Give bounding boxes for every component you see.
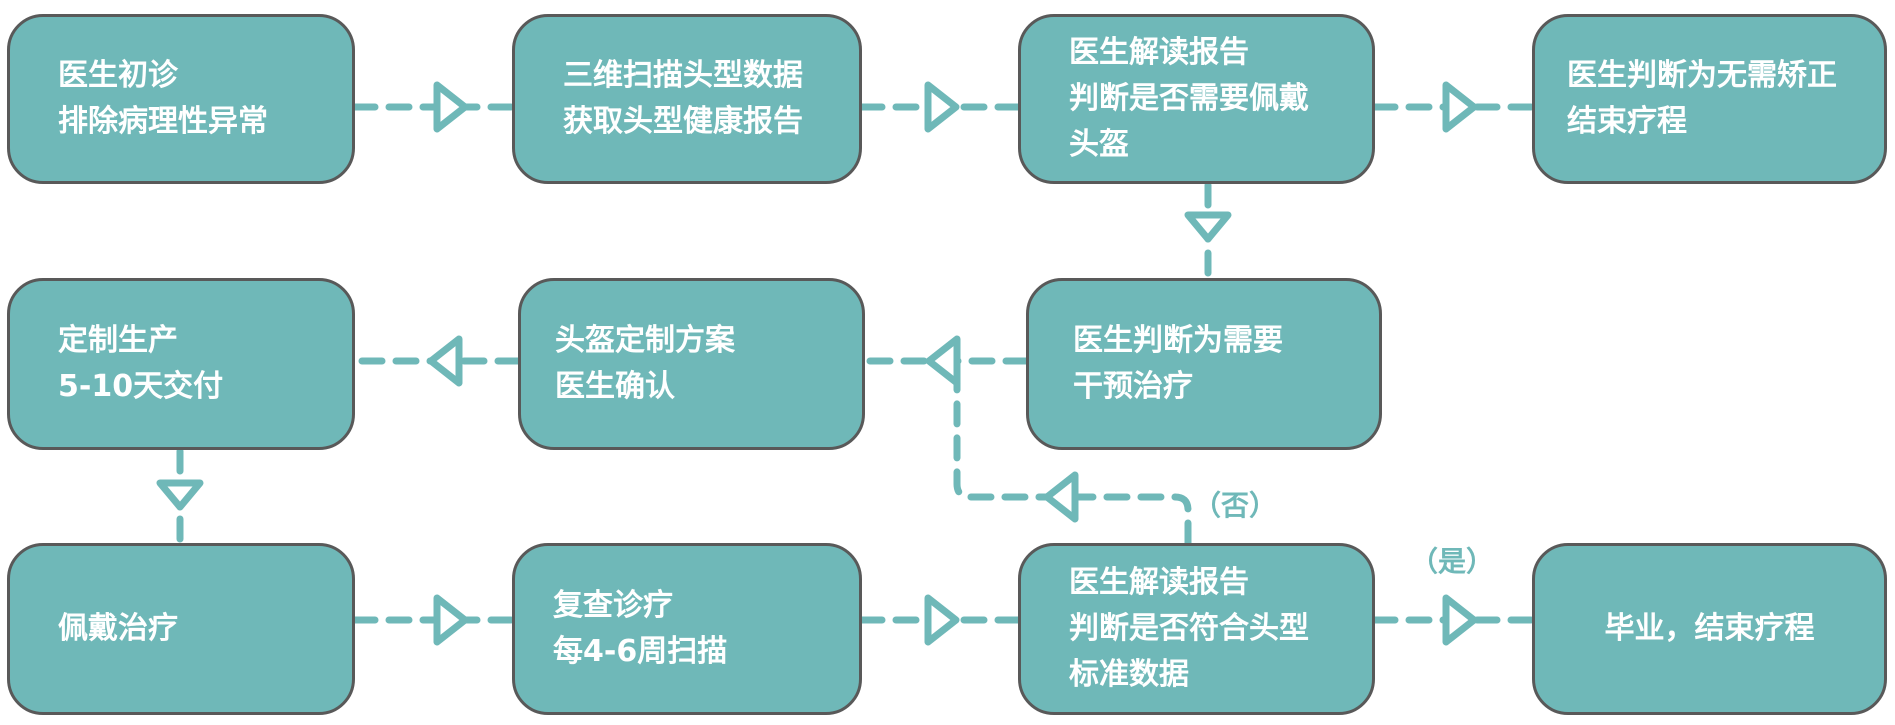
node-text: 头盔 [1069, 127, 1129, 162]
node-text: 判断是否需要佩戴 [1069, 81, 1309, 116]
node-text: 医生判断为无需矫正 [1567, 58, 1837, 93]
node-text: 医生解读报告 [1069, 35, 1249, 70]
arrowhead-left-loop [1043, 471, 1079, 523]
node-helmet-plan: 头盔定制方案 医生确认 [518, 278, 865, 450]
node-follow-up: 复查诊疗 每4-6周扫描 [512, 543, 862, 715]
arrowhead-right-2 [924, 81, 960, 133]
node-text: 医生判断为需要 [1073, 323, 1283, 358]
node-text: 判断是否符合头型 [1069, 611, 1309, 646]
node-text: 医生确认 [555, 369, 675, 404]
node-text: 5-10天交付 [58, 369, 224, 404]
node-text: 毕业，结束疗程 [1604, 611, 1815, 646]
node-needs-intervention: 医生判断为需要 干预治疗 [1026, 278, 1382, 450]
node-text: 标准数据 [1069, 657, 1189, 692]
arrowhead-left-1 [925, 335, 961, 387]
node-no-correction: 医生判断为无需矫正 结束疗程 [1532, 14, 1887, 184]
node-text: 佩戴治疗 [58, 611, 178, 646]
arrowhead-right-3 [1442, 81, 1478, 133]
node-text: 复查诊疗 [553, 588, 673, 623]
arrowhead-right-6 [1442, 594, 1478, 646]
node-initial-diagnosis: 医生初诊 排除病理性异常 [7, 14, 355, 184]
node-wear-treatment: 佩戴治疗 [7, 543, 355, 715]
node-text: 定制生产 [58, 323, 178, 358]
node-scan: 三维扫描头型数据 获取头型健康报告 [512, 14, 862, 184]
node-text: 头盔定制方案 [555, 323, 735, 358]
node-text: 获取头型健康报告 [563, 104, 803, 139]
arrowhead-right-5 [924, 594, 960, 646]
node-interpret-report: 医生解读报告 判断是否需要佩戴 头盔 [1018, 14, 1375, 184]
node-production: 定制生产 5-10天交付 [7, 278, 355, 450]
node-graduation: 毕业，结束疗程 [1532, 543, 1887, 715]
node-check-standard: 医生解读报告 判断是否符合头型 标准数据 [1018, 543, 1375, 715]
node-text: 干预治疗 [1073, 369, 1193, 404]
arrowhead-down-1 [1184, 211, 1232, 243]
branch-label-yes: （是） [1410, 545, 1495, 578]
arrowhead-down-2 [156, 479, 204, 511]
node-text: 结束疗程 [1567, 104, 1687, 139]
arrowhead-right-1 [433, 81, 469, 133]
node-text: 三维扫描头型数据 [563, 58, 803, 93]
node-text: 医生初诊 [58, 58, 178, 93]
branch-label-no: （否） [1193, 489, 1278, 522]
arrowhead-right-4 [433, 594, 469, 646]
node-text: 医生解读报告 [1069, 565, 1249, 600]
node-text: 排除病理性异常 [58, 104, 268, 139]
arrowhead-left-2 [427, 335, 463, 387]
node-text: 每4-6周扫描 [553, 634, 728, 669]
